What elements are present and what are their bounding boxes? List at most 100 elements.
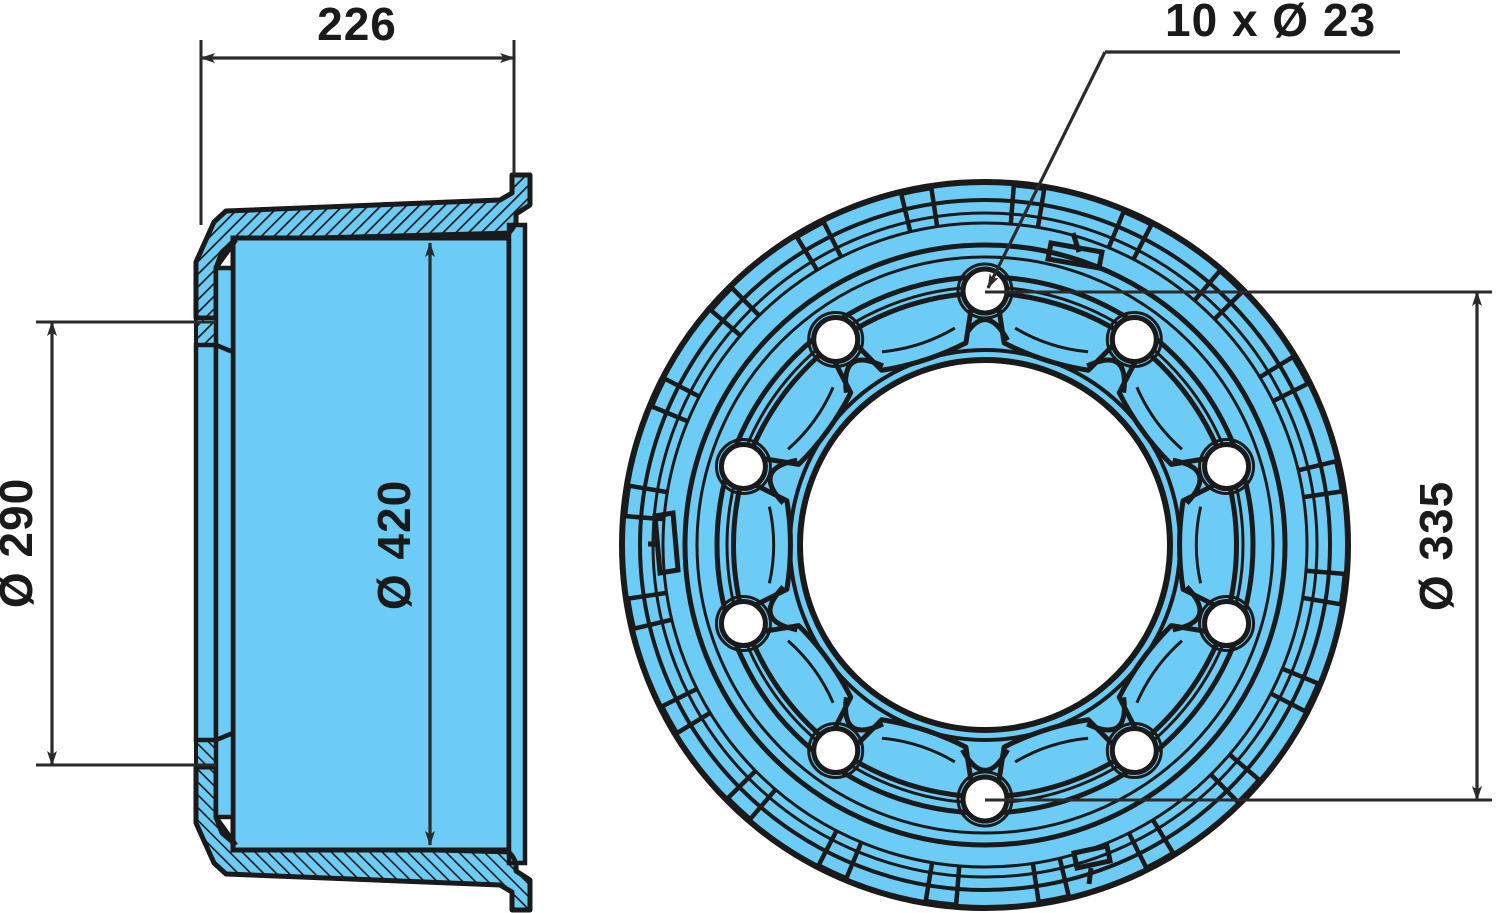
rim-edge-notch-cap bbox=[1236, 778, 1261, 804]
spoke-web-shadow bbox=[881, 736, 956, 764]
valve-stem-top bbox=[1070, 232, 1082, 253]
corner-fillet-tl bbox=[214, 238, 238, 270]
dimension-dia-290: Ø 290 bbox=[0, 320, 216, 767]
rim-well-circle bbox=[682, 242, 1288, 848]
bolt-hole-boss bbox=[714, 438, 772, 496]
rim-edge-notch bbox=[748, 788, 778, 821]
section-corner-details bbox=[214, 212, 519, 873]
rim-edge-notch-cap bbox=[709, 286, 734, 312]
rim-edge-notch bbox=[1281, 666, 1320, 686]
callout-label-holes: 10 x Ø 23 bbox=[1165, 0, 1376, 46]
corner-fillet-tr bbox=[507, 212, 519, 235]
rim-flange-wall bbox=[506, 222, 528, 866]
bolt-hole-boss bbox=[1198, 594, 1256, 652]
spoke-web-shadow bbox=[1135, 639, 1183, 704]
bolt-hole-boss bbox=[1105, 311, 1163, 369]
bolt-hole-boss bbox=[714, 594, 772, 652]
rim-edge-notch-cap bbox=[1145, 851, 1175, 870]
spoke-web-shadow bbox=[1194, 506, 1203, 584]
rim-edge-notch bbox=[816, 829, 839, 867]
rim-edge-notch bbox=[726, 769, 758, 800]
bolt-hole bbox=[718, 598, 768, 648]
spoke-web-shadow bbox=[767, 506, 776, 584]
bolt-hole bbox=[1202, 442, 1252, 492]
rim-edge-notch bbox=[1302, 595, 1342, 607]
spoke-web-shadow bbox=[787, 386, 835, 451]
rim-visible-surface bbox=[193, 222, 528, 866]
rim-edge-notch bbox=[661, 686, 698, 709]
bolt-boss-rib bbox=[767, 457, 798, 505]
dimension-dia-420: Ø 420 bbox=[368, 242, 435, 846]
rim-edge-notch bbox=[923, 862, 935, 902]
rim-edge-notch bbox=[1057, 857, 1071, 897]
bolt-hole-boss bbox=[807, 721, 865, 779]
rim-edge-notch bbox=[953, 865, 962, 906]
bolt-boss-rib bbox=[767, 585, 798, 633]
rim-inner-wall-strip bbox=[213, 265, 236, 820]
bolt-boss-rib bbox=[843, 357, 885, 393]
rim-edge-notch-cap bbox=[925, 898, 957, 908]
valve-stem-bottom bbox=[1086, 867, 1094, 885]
rim-edge-notch-cap bbox=[1038, 893, 1070, 905]
locating-slot-left bbox=[652, 510, 681, 576]
rim-edge-notch bbox=[1272, 381, 1309, 404]
rim-edge-notch-cap bbox=[1013, 182, 1045, 192]
rim-edge-notch bbox=[794, 235, 820, 272]
rim-flange-circle-1 bbox=[638, 198, 1332, 892]
rim-edge-notch bbox=[663, 376, 701, 399]
rim-edge-notch-cap bbox=[1122, 209, 1153, 227]
rim-edge-notch bbox=[1106, 210, 1126, 249]
bolt-hole bbox=[811, 725, 861, 775]
bolt-boss-rib bbox=[1085, 357, 1127, 393]
rim-well-circle-inner bbox=[695, 255, 1275, 835]
rim-edge-notch bbox=[1269, 691, 1307, 714]
rim-barrel-face bbox=[230, 235, 512, 853]
rim-edge-notch bbox=[633, 617, 673, 631]
rim-edge-notch-cap bbox=[1291, 355, 1310, 385]
bolt-hole bbox=[718, 442, 768, 492]
spoke-web-shadow bbox=[1014, 326, 1089, 354]
rim-edge-notch bbox=[650, 404, 689, 424]
rim-edge-notch bbox=[821, 221, 844, 258]
bolt-boss-rib bbox=[1172, 585, 1203, 633]
callout-leader-line bbox=[986, 51, 1107, 289]
rim-edge-notch bbox=[730, 286, 761, 318]
spoke-web-shadow bbox=[881, 326, 956, 354]
rim-flange-circle-3 bbox=[661, 221, 1309, 869]
rim-edge-notch-cap bbox=[726, 796, 752, 821]
rim-edge-notch bbox=[1035, 188, 1047, 228]
dimension-label-290: Ø 290 bbox=[0, 478, 42, 608]
rim-edge-notch bbox=[709, 308, 742, 338]
rim-edge-notch bbox=[1030, 863, 1041, 903]
rim-edge-notch bbox=[1150, 818, 1176, 855]
valve-slot-bottom bbox=[1071, 843, 1113, 871]
corner-fillet-bl bbox=[214, 815, 238, 847]
rim-edge-notch-cap bbox=[795, 220, 825, 239]
rim-edge-notch bbox=[1192, 269, 1222, 302]
valve-slot-details bbox=[648, 232, 1113, 885]
bolt-hole bbox=[1109, 315, 1159, 365]
spoke-web-shadow bbox=[787, 639, 835, 704]
rim-edge-notch bbox=[1303, 489, 1343, 500]
bolt-hole-boss bbox=[1105, 721, 1163, 779]
rim-edge-notch bbox=[1305, 568, 1346, 577]
rim-edge-notch-cap bbox=[622, 485, 632, 517]
rim-inner-wall-left bbox=[193, 342, 219, 743]
rim-edge-notch bbox=[1212, 290, 1244, 321]
corner-fillet-br bbox=[507, 850, 519, 873]
rim-edge-notch bbox=[929, 187, 940, 227]
section-view: 226 Ø 290 Ø 420 bbox=[0, 0, 533, 913]
rim-edge-notch bbox=[1258, 354, 1295, 380]
rim-edge-notch-cap bbox=[660, 705, 679, 735]
rim-edge-notch bbox=[1297, 459, 1337, 473]
rim-edge-notch-cap bbox=[1303, 682, 1321, 713]
bolt-hole-boss bbox=[1198, 438, 1256, 496]
dimension-dia-335: Ø 335 bbox=[985, 290, 1492, 802]
rim-edge-notch bbox=[899, 193, 913, 233]
rim-edge-notch-cap bbox=[1333, 460, 1345, 492]
rim-edge-notch bbox=[627, 590, 667, 601]
bolt-hole-group bbox=[714, 262, 1256, 828]
dimension-label-335: Ø 335 bbox=[1410, 481, 1462, 611]
